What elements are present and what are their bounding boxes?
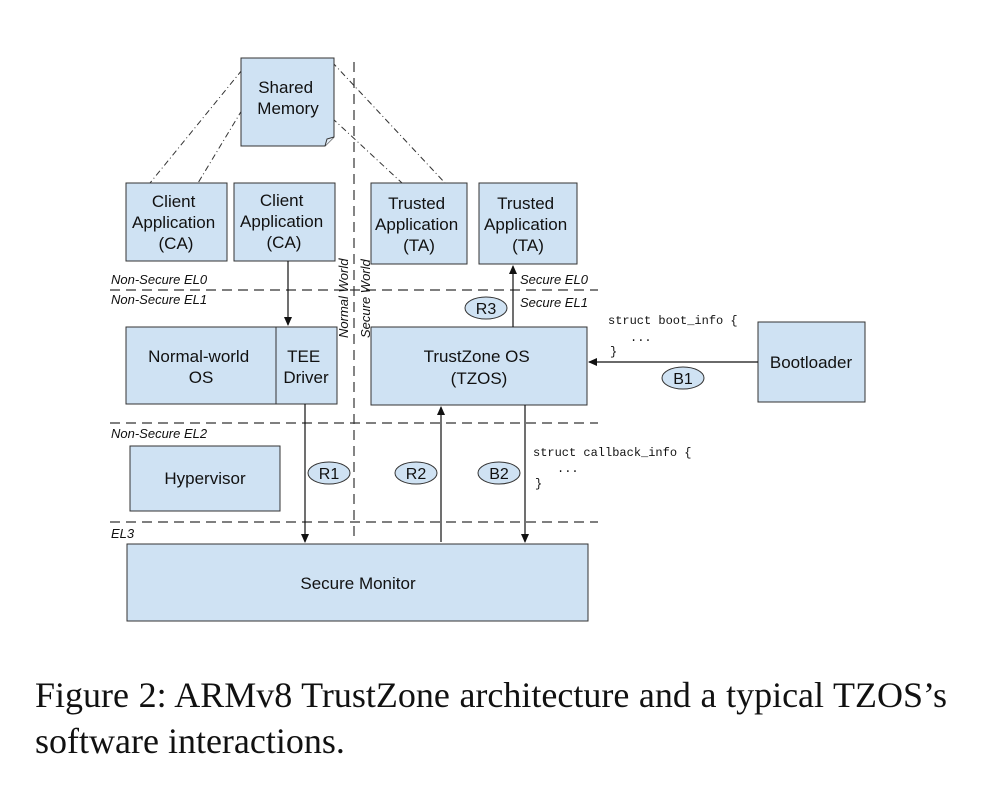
boot-info-code: struct boot_info { ... } xyxy=(608,314,738,359)
svg-text:Hypervisor: Hypervisor xyxy=(164,469,246,488)
secure-el1-label: Secure EL1 xyxy=(520,295,588,310)
secure-el0-label: Secure EL0 xyxy=(520,272,589,287)
svg-text:struct boot_info {: struct boot_info { xyxy=(608,314,738,328)
badge-r1: R1 xyxy=(307,461,351,485)
trustzone-os-box: TrustZone OS (TZOS) xyxy=(370,326,588,406)
non-secure-el2-label: Non-Secure EL2 xyxy=(111,426,208,441)
shared-memory-label-1: Shared xyxy=(258,78,313,97)
svg-text:TrustZone OS (TZOS): TrustZone OS (TZOS) xyxy=(424,347,535,388)
svg-text:TEE Driver: TEE Driver xyxy=(283,347,329,387)
bootloader-box: Bootloader xyxy=(757,321,866,403)
callback-info-code: struct callback_info { ... } xyxy=(533,446,691,491)
trusted-application-box-2: Trusted Application (TA) xyxy=(478,182,578,265)
svg-text:}: } xyxy=(610,345,617,359)
arrows xyxy=(284,261,758,543)
svg-text:Secure Monitor: Secure Monitor xyxy=(300,574,416,593)
client-application-box-1: Client Application (CA) xyxy=(125,182,228,262)
non-secure-el1-label: Non-Secure EL1 xyxy=(111,292,207,307)
svg-text:Bootloader: Bootloader xyxy=(770,353,853,372)
secure-world-label: Secure World xyxy=(358,258,373,338)
svg-text:R3: R3 xyxy=(476,301,497,318)
svg-text:Shared Memory: Shared Memory xyxy=(257,78,319,118)
svg-text:R2: R2 xyxy=(406,466,427,483)
trusted-application-box-1: Trusted Application (TA) xyxy=(370,182,468,265)
normal-world-os-box: Normal-world OS xyxy=(125,326,277,405)
svg-text:Trusted Application: Trusted Application (TA) xyxy=(484,194,572,255)
svg-text:...: ... xyxy=(557,462,579,476)
shared-memory-box: Shared Memory xyxy=(240,57,335,147)
badge-b2: B2 xyxy=(477,461,521,485)
hypervisor-box: Hypervisor xyxy=(129,445,281,512)
svg-text:B1: B1 xyxy=(673,371,693,388)
svg-text:B2: B2 xyxy=(489,466,509,483)
shared-memory-connectors xyxy=(149,61,446,184)
el3-label: EL3 xyxy=(111,526,135,541)
badge-r2: R2 xyxy=(394,461,438,485)
tee-driver-box: TEE Driver xyxy=(275,326,338,405)
shared-memory-label-2: Memory xyxy=(257,99,319,118)
client-application-box-2: Client Application (CA) xyxy=(233,182,336,262)
normal-world-label: Normal World xyxy=(336,258,351,338)
non-secure-el0-label: Non-Secure EL0 xyxy=(111,272,208,287)
svg-text:Client Application: Client Application (CA) xyxy=(240,191,328,252)
badge-r3: R3 xyxy=(464,296,508,320)
svg-text:Client Application: Client Application (CA) xyxy=(132,192,220,253)
svg-text:...: ... xyxy=(630,331,652,345)
svg-text:Normal-world OS: Normal-world OS xyxy=(148,347,254,387)
badge-b1: B1 xyxy=(661,366,705,390)
architecture-diagram: Shared Memory Client Application (CA) Cl… xyxy=(110,57,866,622)
svg-text:}: } xyxy=(535,477,542,491)
secure-monitor-box: Secure Monitor xyxy=(126,543,589,622)
svg-text:R1: R1 xyxy=(319,466,340,483)
svg-text:struct callback_info {: struct callback_info { xyxy=(533,446,691,460)
svg-text:Trusted Application: Trusted Application (TA) xyxy=(375,194,463,255)
figure-caption: Figure 2: ARMv8 TrustZone architecture a… xyxy=(35,675,947,761)
